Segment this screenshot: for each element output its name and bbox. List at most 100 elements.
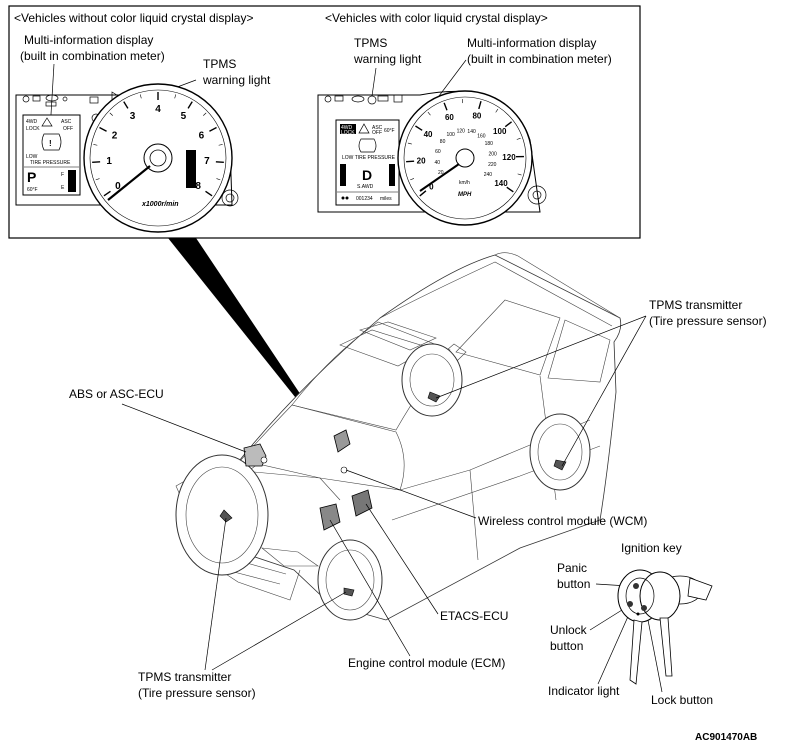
right-multi-display-label-line2: (built in combination meter) bbox=[467, 52, 612, 66]
tpms-sensor-rear-left bbox=[427, 391, 441, 403]
gauge-tick bbox=[407, 142, 412, 145]
leader-ecm bbox=[329, 519, 411, 657]
speed-inner-tick-label: 160 bbox=[477, 133, 486, 139]
speed-inner-tick-label: 80 bbox=[440, 139, 446, 145]
gauge-tick bbox=[209, 126, 217, 132]
ignition-key-illustration bbox=[617, 569, 713, 685]
speed-inner-tick-label: 60 bbox=[435, 149, 441, 155]
leader-indicator bbox=[597, 611, 631, 685]
gauge-tick-label: 3 bbox=[130, 111, 136, 122]
gauge-tick bbox=[443, 102, 448, 111]
speed-inner-tick-label: 140 bbox=[467, 129, 476, 135]
left-display-4wd: 4WD bbox=[26, 119, 38, 125]
figure-code: AC901470AB bbox=[695, 732, 757, 743]
leader-unlock bbox=[589, 609, 623, 631]
lock-button-icon bbox=[641, 605, 647, 611]
left-display-asc: ASC bbox=[61, 119, 72, 125]
indicator-light-icon bbox=[636, 612, 640, 616]
right-display-asc: ASC bbox=[372, 125, 383, 131]
right-display-temp: 60°F bbox=[384, 128, 395, 134]
right-tpms-warning-label-line2: warning light bbox=[353, 52, 422, 66]
right-odometer-unit: miles bbox=[380, 196, 392, 202]
gauge-tick bbox=[139, 94, 142, 99]
gauge-tick-label: 7 bbox=[204, 156, 210, 167]
left-multi-info-display: 4WD LOCK ASC OFF ! LOW TIRE PRESSURE P 6… bbox=[22, 114, 81, 196]
right-meter-heading: <Vehicles with color liquid crystal disp… bbox=[325, 11, 548, 25]
panic-button-icon bbox=[633, 583, 639, 589]
left-display-off: OFF bbox=[63, 126, 73, 132]
gauge-tick-label: 100 bbox=[493, 127, 507, 136]
right-warning-triangle-icon bbox=[358, 123, 370, 134]
gauge-tick-label: 0 bbox=[115, 181, 121, 192]
gauge-tick-label: 5 bbox=[181, 111, 187, 122]
left-display-tire-pressure: TIRE PRESSURE bbox=[30, 160, 71, 166]
gauge-tick bbox=[495, 108, 499, 113]
ecm-label: Engine control module (ECM) bbox=[348, 656, 505, 670]
leader-right-tpms bbox=[371, 67, 377, 97]
gauge-tick-label: 2 bbox=[112, 130, 118, 141]
tpms-transmitter-right-label-line1: TPMS transmitter bbox=[649, 298, 742, 312]
right-indicator-icons bbox=[324, 94, 403, 105]
gauge-tick-label: 4 bbox=[155, 104, 161, 115]
right-display-low: LOW TIRE PRESSURE bbox=[342, 155, 396, 161]
gauge-tick bbox=[187, 101, 193, 109]
left-fuel-e: E bbox=[61, 185, 65, 191]
leader-lock bbox=[647, 619, 663, 693]
left-combination-meter: 4WD LOCK ASC OFF ! LOW TIRE PRESSURE P 6… bbox=[15, 83, 239, 233]
right-combination-meter: 4WD LOCK ASC OFF 60°F LOW TIRE PRESSURE … bbox=[317, 90, 547, 226]
lock-button-label: Lock button bbox=[651, 693, 713, 707]
svg-text:!: ! bbox=[49, 139, 52, 148]
gauge-tick-label: 20 bbox=[417, 157, 426, 166]
tpms-transmitter-right-label-line2: (Tire pressure sensor) bbox=[649, 314, 767, 328]
right-display-4wd: 4WD bbox=[341, 125, 353, 131]
warning-triangle-icon bbox=[41, 117, 53, 127]
gauge-tick bbox=[109, 112, 113, 116]
gauge-tick bbox=[95, 178, 100, 181]
gauge-tick bbox=[174, 94, 177, 99]
speed-inner-tick-label: 180 bbox=[485, 141, 494, 147]
tpms-sensor-front-right bbox=[343, 587, 355, 597]
right-display-mode: S.AWD bbox=[357, 184, 374, 190]
speed-inner-tick-label: 20 bbox=[438, 170, 444, 176]
gauge-tick bbox=[123, 101, 129, 109]
gauge-tick bbox=[419, 190, 427, 197]
gauge-tick bbox=[103, 190, 111, 197]
tach-unit: x1000r/min bbox=[141, 201, 179, 208]
gauge-tick bbox=[92, 161, 101, 164]
wcm-label: Wireless control module (WCM) bbox=[478, 514, 647, 528]
unlock-button-icon bbox=[627, 601, 633, 607]
gauge-tick bbox=[506, 186, 514, 193]
leader-wcm bbox=[345, 469, 477, 519]
speed-inner-tick-label: 100 bbox=[446, 132, 455, 138]
gauge-tick-label: 6 bbox=[199, 130, 205, 141]
left-tpms-warning-label-line1: TPMS bbox=[203, 57, 236, 71]
right-trip-knob bbox=[527, 185, 547, 205]
speed-inner-tick-label: 40 bbox=[434, 160, 440, 166]
gauge-tick bbox=[516, 137, 521, 140]
left-trip-knob bbox=[221, 189, 239, 207]
speed-needle bbox=[419, 163, 460, 192]
right-odometer: 001234 bbox=[356, 196, 373, 202]
gauge-tick bbox=[93, 144, 98, 146]
panic-button-label-line2: button bbox=[557, 577, 590, 591]
ecm-component bbox=[319, 503, 341, 531]
gauge-tick-label: 40 bbox=[424, 130, 433, 139]
left-tpms-warning-label-line2: warning light bbox=[202, 73, 271, 87]
meter-inset-panel: <Vehicles without color liquid crystal d… bbox=[8, 5, 641, 239]
abs-asc-ecu-component bbox=[243, 443, 268, 467]
left-multi-display-label-line2: (built in combination meter) bbox=[20, 49, 165, 63]
gauge-tick bbox=[415, 125, 423, 131]
leader-abs bbox=[121, 403, 247, 453]
gauge-tick bbox=[99, 126, 107, 132]
gauge-tick-label: 80 bbox=[472, 112, 481, 121]
right-multi-info-display: 4WD LOCK ASC OFF 60°F LOW TIRE PRESSURE … bbox=[335, 119, 400, 206]
speed-unit-kmh: km/h bbox=[459, 180, 470, 186]
gauge-tick bbox=[205, 190, 213, 197]
leader-tpms-rear-left bbox=[435, 315, 647, 399]
right-display-gear: D bbox=[362, 167, 372, 183]
gauge-tick bbox=[216, 178, 221, 181]
abs-asc-ecu-label: ABS or ASC-ECU bbox=[69, 387, 164, 401]
left-meter-heading: <Vehicles without color liquid crystal d… bbox=[14, 11, 253, 25]
left-multi-display-label-line1: Multi-information display bbox=[24, 33, 153, 47]
